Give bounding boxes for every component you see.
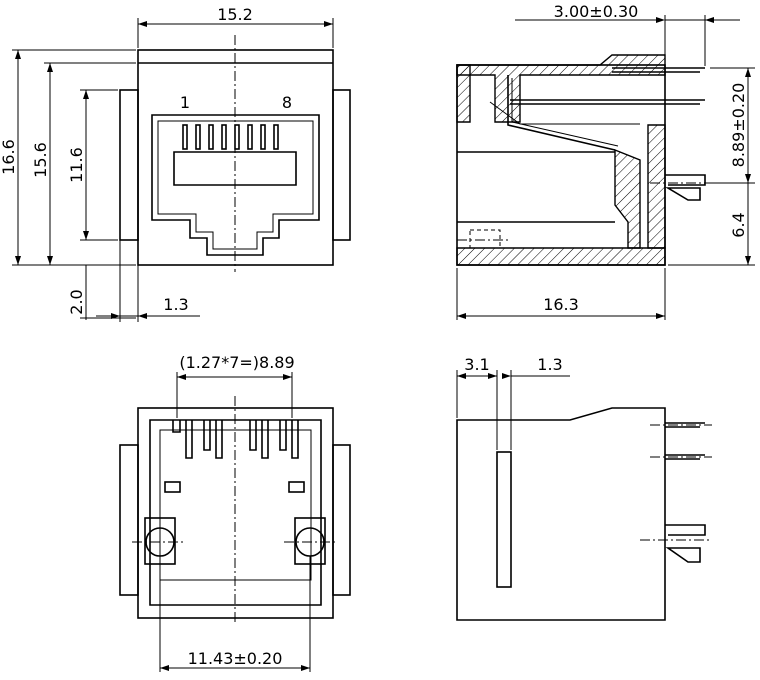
bottom-slot-left [164,481,181,493]
section-contact-spring [507,75,616,151]
dim-depth-label: 16.3 [543,295,579,314]
dim-pitch-label: (1.27*7=)8.89 [179,353,294,372]
left-shield-tab [119,89,139,241]
right-shield-tab [332,89,351,241]
side-housing [456,407,666,621]
contact-pins [182,124,279,150]
dim-post-height-label: 6.4 [729,212,748,237]
section-post [665,174,706,186]
jack-opening-outer [151,114,320,256]
section-top-wall [456,54,666,123]
dim-bottom-label: 2.0 [67,289,86,314]
side-post [665,524,706,536]
dim-left-label: 3.1 [464,355,489,374]
bottom-pin-slots [172,420,299,459]
dim-height-total-label: 16.6 [0,139,18,175]
bottom-slot-right [288,481,305,493]
dim-opening-label: 11.6 [67,147,86,183]
bottom-left-tab [119,444,139,596]
dim-post-spacing-label: 11.43±0.20 [188,649,283,668]
dim-side-label: 1.3 [163,295,188,314]
section-latch-wall [614,148,641,249]
side-view: 3.1 1.3 [456,355,712,621]
bottom-right-tab [332,444,351,596]
dim-pin-offset-label: 3.00±0.30 [554,2,639,21]
plug-latch-area [173,151,297,186]
pin-label-first: 1 [180,93,190,112]
side-latch-slot [496,451,512,588]
bottom-inner-outline [149,419,322,606]
bottom-view: (1.27*7=)8.89 11.43±0.20 [119,353,351,672]
dim-width-label: 15.2 [217,5,253,24]
dim-pin-height-label: 8.89±0.20 [729,83,748,168]
dim-height-body-label: 15.6 [31,142,50,178]
side-section-view: 3.00±0.30 8.89±0.20 6.4 16.3 [456,2,755,320]
front-view: 1 8 15.2 16.6 15.6 11.6 2.0 1.3 [0,5,351,322]
jack-opening-inner [157,120,314,250]
dim-right-label: 1.3 [537,355,562,374]
pin-label-last: 8 [282,93,292,112]
section-bottom-wall [456,247,666,266]
